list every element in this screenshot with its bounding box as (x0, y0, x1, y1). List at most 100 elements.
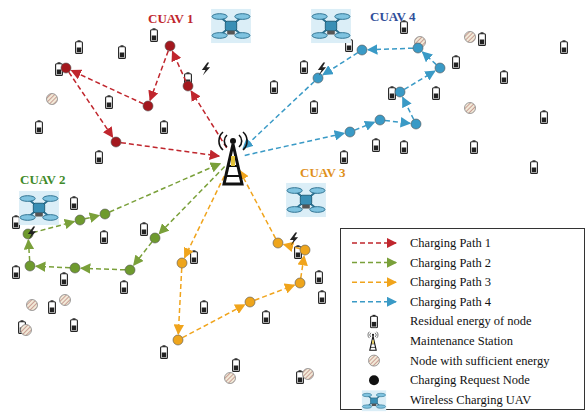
legend-text: Charging Request Node (410, 373, 530, 387)
sufficient-node (21, 325, 32, 336)
charging-path-segment (323, 53, 358, 75)
charging-request-node (143, 101, 153, 111)
charging-request-node (173, 335, 183, 345)
charging-path-segment (121, 143, 219, 156)
legend-text: Maintenance Station (410, 334, 513, 348)
sufficient-node (465, 103, 476, 114)
charging-request-node (345, 127, 355, 137)
charging-path-segment (172, 51, 185, 81)
sufficient-node (465, 32, 476, 43)
legend-text: Charging Path 2 (410, 256, 491, 270)
sufficient-node (225, 373, 236, 384)
battery-icon (49, 300, 56, 313)
battery-icon (71, 196, 78, 209)
charging-path-segment (243, 81, 314, 148)
battery-icon (151, 28, 158, 41)
charging-request-node (125, 265, 135, 275)
battery-icon (301, 60, 308, 73)
charging-path-segment (240, 170, 276, 238)
charging-path-segment (422, 52, 436, 65)
charging-path-segment (284, 245, 300, 249)
charging-request-node (395, 87, 405, 97)
charging-request-node (245, 297, 255, 307)
battery-icon (401, 140, 408, 153)
battery-icon (101, 230, 108, 243)
legend-sample (369, 355, 380, 366)
charging-path-segment (355, 122, 375, 130)
battery-icon (501, 70, 508, 83)
battery-icon (161, 120, 168, 133)
charging-path-segment (245, 133, 344, 155)
legend-sample (369, 375, 379, 385)
charging-path-segment (134, 242, 152, 265)
charging-path-segment (185, 169, 228, 258)
battery-icon (389, 86, 396, 99)
uav-label: CUAV 3 (300, 165, 345, 181)
battery-icon (541, 110, 548, 123)
charging-request-node (111, 137, 121, 147)
charging-request-node (273, 238, 283, 248)
legend-sample (371, 315, 378, 328)
uav-label: CUAV 1 (148, 11, 193, 27)
charging-request-node (25, 261, 35, 271)
battery-icon (96, 150, 103, 163)
charging-request-node (357, 45, 367, 55)
legend-sample (352, 262, 396, 263)
legend-text: Charging Path 3 (410, 275, 491, 289)
battery-icon (121, 280, 128, 293)
battery-icon (13, 265, 20, 278)
battery-icon (71, 318, 78, 331)
battery-icon (36, 120, 43, 133)
charging-request-node (300, 245, 310, 255)
charging-path-segment (36, 266, 70, 268)
sufficient-node (47, 94, 58, 105)
battery-icon (316, 270, 323, 283)
charging-path-segment (182, 305, 244, 338)
legend-text: Charging Path 4 (410, 295, 491, 309)
legend-text: Node with sufficient energy (410, 354, 549, 368)
battery-icon (479, 32, 486, 45)
charging-path-segment (71, 71, 143, 104)
battery-icon (471, 140, 478, 153)
uav-label: CUAV 4 (370, 9, 415, 25)
battery-icon (319, 290, 326, 303)
charging-path-segment (404, 71, 435, 89)
battery-icon (191, 250, 198, 263)
battery-icon (13, 215, 20, 228)
battery-icon (311, 100, 318, 113)
legend-sample (368, 332, 378, 351)
charging-path-segment (28, 240, 29, 261)
legend-sample (352, 301, 396, 302)
charging-request-node (100, 209, 110, 219)
legend-text: Charging Path 1 (410, 236, 491, 250)
sufficient-node (60, 295, 71, 306)
charging-request-node (435, 63, 445, 73)
battery-icon (263, 310, 270, 323)
charging-path-segment (85, 215, 99, 218)
charging-path-segment (301, 256, 304, 278)
battery-icon (341, 150, 348, 163)
charging-path-segment (69, 72, 113, 137)
charging-path-segment (255, 285, 295, 300)
battery-icon (373, 138, 380, 151)
battery-icon (141, 222, 148, 235)
charging-request-node (313, 73, 323, 83)
charging-request-node (61, 63, 71, 73)
sufficient-node (27, 300, 38, 311)
charging-path-segment (178, 268, 181, 334)
legend-sample (352, 243, 396, 244)
charging-request-node (375, 115, 385, 125)
charging-request-node (150, 233, 160, 243)
legend-sample (352, 282, 396, 283)
battery-icon (106, 95, 113, 108)
charging-path-segment (81, 268, 125, 270)
battery-icon (453, 55, 460, 68)
battery-icon (271, 80, 278, 93)
charging-path-segment (385, 121, 410, 124)
battery-icon (561, 40, 568, 53)
battery-icon (61, 272, 68, 285)
legend-text: Residual energy of node (410, 314, 532, 328)
charging-path-segment (110, 164, 221, 212)
legend-sample (362, 390, 386, 411)
